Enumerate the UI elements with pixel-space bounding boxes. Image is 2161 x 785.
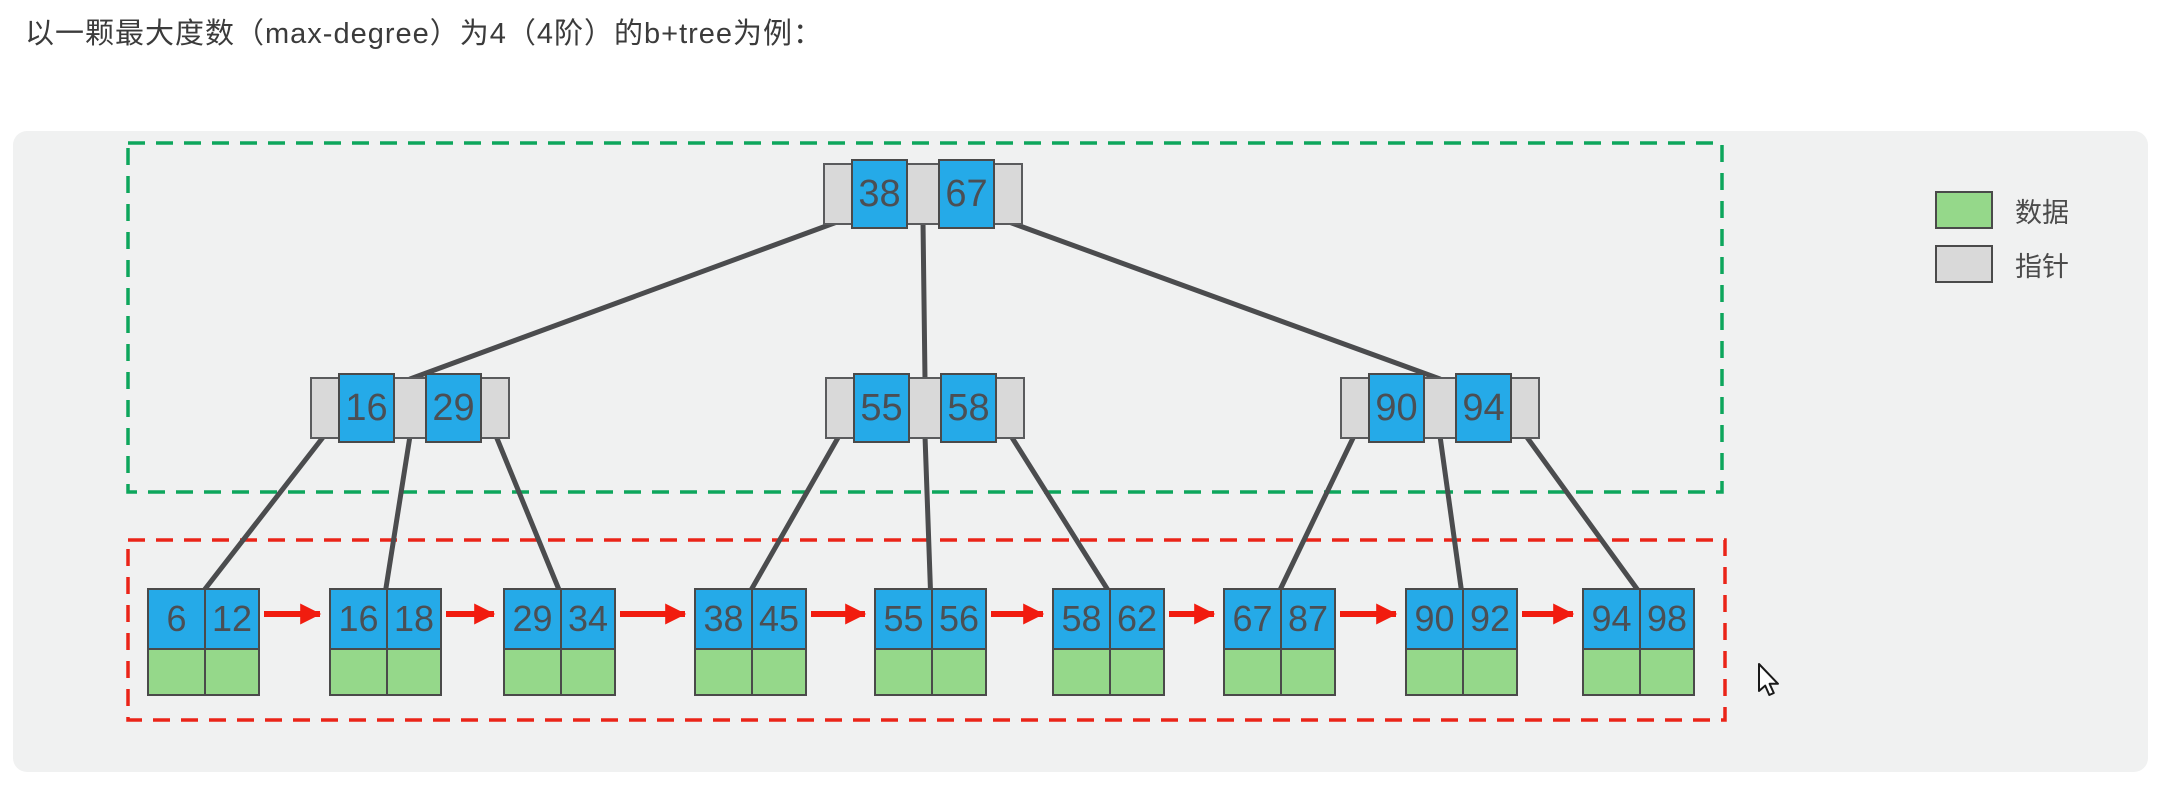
leaf-key-cell: 56: [931, 588, 987, 650]
key-cell: 55: [853, 373, 910, 443]
leaf-data-cell: [874, 648, 933, 696]
leaf-key-cell: 45: [751, 588, 807, 650]
leaf-data-cell: [329, 648, 388, 696]
key-cell: 16: [338, 373, 395, 443]
leaf-key-cell: 62: [1109, 588, 1165, 650]
leaf-key-cell: 98: [1639, 588, 1695, 650]
key-cell: 94: [1455, 373, 1512, 443]
leaf-data-cell: [931, 648, 987, 696]
leaf-data-cell: [1223, 648, 1282, 696]
key-cell: 58: [940, 373, 997, 443]
legend-item-data: 数据: [1935, 191, 2069, 229]
leaf-key-cell: 34: [560, 588, 616, 650]
leaf-data-cell: [694, 648, 753, 696]
leaf-data-cell: [503, 648, 562, 696]
leaf-key-cell: 12: [204, 588, 260, 650]
page-title: 以一颗最大度数（max-degree）为4（4阶）的b+tree为例：: [25, 18, 824, 50]
leaf-key-cell: 58: [1052, 588, 1111, 650]
key-cell: 90: [1368, 373, 1425, 443]
legend-item-pointer: 指针: [1935, 245, 2069, 283]
leaf-data-cell: [1582, 648, 1641, 696]
root-node: 38 67: [823, 159, 1023, 229]
leaf-key-cell: 90: [1405, 588, 1464, 650]
key-cell: 38: [851, 159, 908, 229]
leaf-key-cell: 92: [1462, 588, 1518, 650]
leaf-data-cell: [1462, 648, 1518, 696]
key-cell: 67: [938, 159, 995, 229]
leaf-data-cell: [1405, 648, 1464, 696]
leaf-data-cell: [1639, 648, 1695, 696]
leaf-data-cell: [560, 648, 616, 696]
leaf-data-cell: [386, 648, 442, 696]
internal-node: 90 94: [1340, 373, 1540, 443]
leaf-key-cell: 29: [503, 588, 562, 650]
pointer-swatch: [1935, 245, 1993, 283]
leaf-data-cell: [1280, 648, 1336, 696]
leaf-data-cell: [147, 648, 206, 696]
leaf-key-cell: 16: [329, 588, 388, 650]
leaf-key-cell: 67: [1223, 588, 1282, 650]
key-cell: 29: [425, 373, 482, 443]
leaf-data-cell: [751, 648, 807, 696]
leaf-data-cell: [1109, 648, 1165, 696]
leaf-key-cell: 87: [1280, 588, 1336, 650]
leaf-data-cell: [1052, 648, 1111, 696]
legend-label-data: 数据: [2015, 197, 2069, 228]
leaf-key-cell: 55: [874, 588, 933, 650]
leaf-key-cell: 94: [1582, 588, 1641, 650]
data-swatch: [1935, 191, 1993, 229]
internal-node: 55 58: [825, 373, 1025, 443]
leaf-data-cell: [204, 648, 260, 696]
leaf-key-cell: 38: [694, 588, 753, 650]
leaf-key-cell: 6: [147, 588, 206, 650]
leaf-key-cell: 18: [386, 588, 442, 650]
legend: 数据 指针: [1935, 191, 2069, 299]
legend-label-pointer: 指针: [2015, 251, 2069, 282]
